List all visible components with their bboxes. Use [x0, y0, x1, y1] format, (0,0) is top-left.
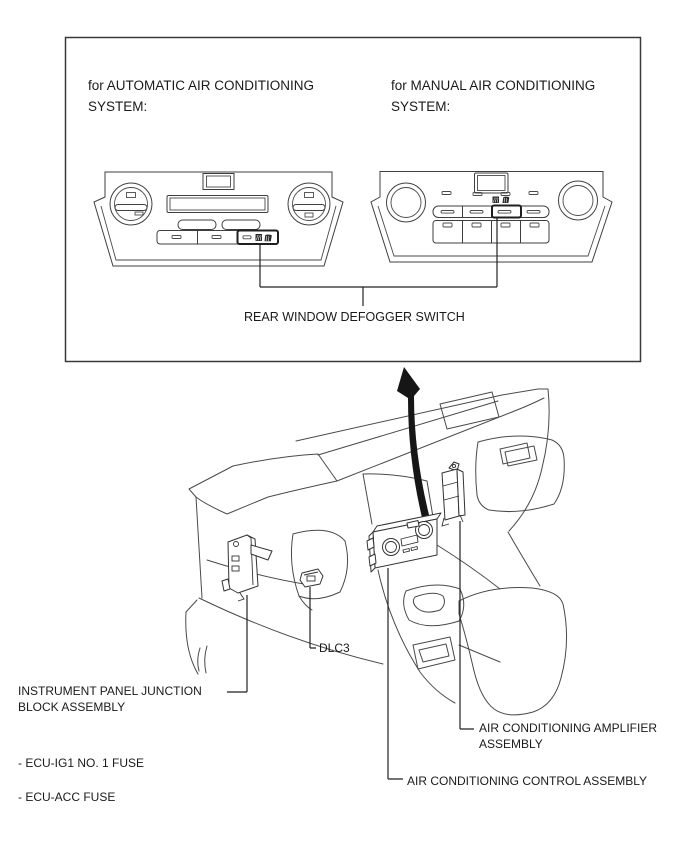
automatic-ac-panel-drawing — [93, 171, 344, 267]
manual-ac-panel-drawing — [370, 171, 613, 263]
control-assembly-label: AIR CONDITIONING CONTROL ASSEMBLY — [407, 774, 648, 788]
front-defroster-icon — [502, 196, 510, 203]
auto-defogger-switch — [236, 229, 279, 245]
auto-left-knob — [109, 182, 153, 226]
rear-window-defogger-icon — [255, 234, 262, 241]
ac-control-assembly — [366, 512, 442, 573]
inset-frame — [64, 36, 642, 363]
manual-defogger-switch — [491, 204, 522, 219]
front-defroster-icon — [264, 234, 272, 242]
dlc3-label: DLC3 — [319, 641, 350, 655]
amplifier-label: AIR CONDITIONING AMPLIFIER ASSEMBLY — [479, 721, 658, 751]
instrument-panel-junction-block — [221, 534, 273, 602]
fuse-label-ecu-acc: - ECU-ACC FUSE — [18, 790, 116, 804]
ac-amplifier-assembly — [441, 461, 466, 527]
fuse-label-ecu-ig1: - ECU-IG1 NO. 1 FUSE — [18, 756, 145, 770]
dashboard-drawing — [185, 388, 568, 716]
dlc3-connector — [299, 568, 324, 588]
manual-left-knob — [386, 182, 426, 223]
zoom-arrow — [397, 367, 431, 526]
junction-block-label: INSTRUMENT PANEL JUNCTION BLOCK ASSEMBLY — [18, 684, 202, 714]
auto-right-knob — [287, 182, 331, 226]
manual-right-knob — [558, 180, 598, 221]
defogger-switch-label: REAR WINDOW DEFOGGER SWITCH — [244, 310, 465, 324]
manual-ac-title: for MANUAL AIR CONDITIONING SYSTEM: — [391, 78, 596, 114]
automatic-ac-title: for AUTOMATIC AIR CONDITIONING SYSTEM: — [88, 78, 315, 114]
rear-window-defogger-icon — [492, 196, 499, 203]
component-callout-lines — [227, 521, 474, 780]
defogger-callout-lines — [259, 217, 498, 306]
